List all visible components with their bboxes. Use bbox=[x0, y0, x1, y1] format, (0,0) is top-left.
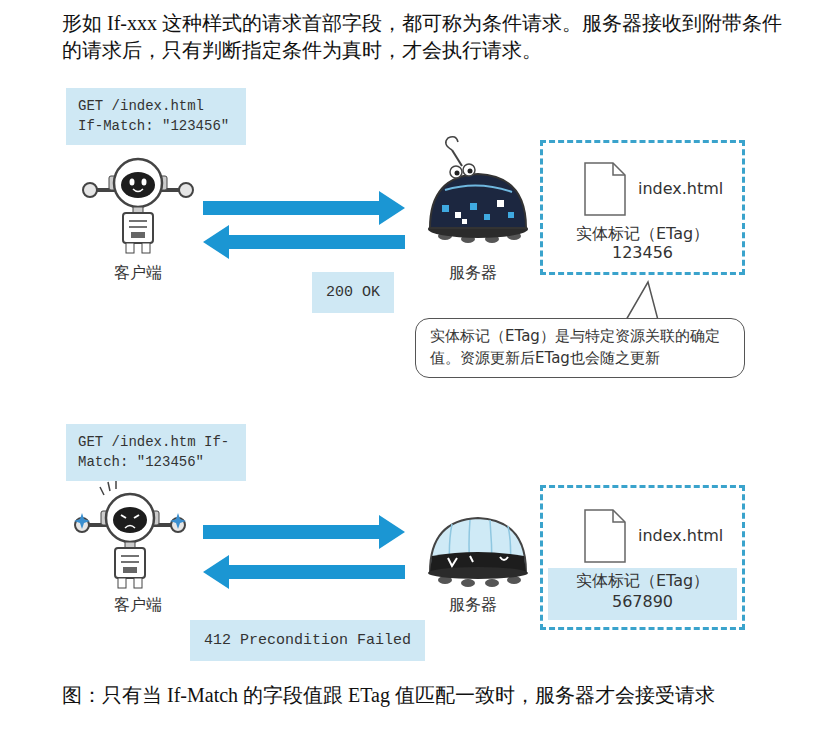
actor-label: 服务器 bbox=[449, 595, 497, 616]
status-label: 412 Precondition Failed bbox=[190, 620, 425, 661]
etag-box: 实体标记（ETag）567890 bbox=[548, 568, 737, 620]
request-box: GET /index.html If-Match: "123456" bbox=[66, 88, 246, 145]
client-robot bbox=[142, 179, 147, 186]
server-robot bbox=[462, 219, 467, 224]
server-robot-troubled bbox=[461, 579, 475, 587]
client-robot-troubled bbox=[121, 515, 139, 518]
server-robot bbox=[446, 137, 458, 150]
server-robot bbox=[497, 200, 504, 207]
server-robot bbox=[430, 174, 526, 228]
etag-text: 567890 bbox=[551, 592, 734, 613]
server-robot bbox=[450, 166, 462, 178]
server-node: 服务器 bbox=[410, 152, 535, 284]
server-robot bbox=[428, 137, 528, 243]
resource-text: index.html bbox=[638, 526, 742, 545]
callout-bubble: 实体标记（ETag）是与特定资源关联的确定值。资源更新后ETag也会随之更新 bbox=[415, 318, 745, 378]
server-robot bbox=[455, 171, 460, 176]
resource-text: 123456 bbox=[543, 243, 742, 262]
client-robot bbox=[130, 179, 135, 186]
request-text: GET /index.htm If-Match: "123456" bbox=[78, 432, 234, 473]
message-arrow bbox=[203, 201, 379, 215]
server-robot bbox=[452, 150, 462, 166]
client-node: 客户端 bbox=[78, 152, 198, 284]
status-label: 200 OK bbox=[312, 272, 394, 313]
client-robot-troubled bbox=[100, 481, 116, 495]
message-arrow bbox=[203, 525, 379, 539]
message-arrow bbox=[229, 565, 405, 579]
server-robot-troubled bbox=[485, 579, 499, 587]
client-robot-troubled bbox=[75, 494, 185, 588]
resource-text: index.html bbox=[638, 179, 742, 198]
actor-label: 客户端 bbox=[114, 595, 162, 616]
resource-box: index.html 实体标记（ETag）567890 bbox=[540, 485, 745, 630]
client-robot-troubled bbox=[125, 526, 135, 529]
request-text: GET /index.html If-Match: "123456" bbox=[78, 96, 234, 137]
client-robot bbox=[133, 189, 143, 192]
actor-label: 服务器 bbox=[449, 263, 497, 284]
server-robot bbox=[463, 164, 475, 176]
server-robot-troubled bbox=[428, 518, 528, 587]
client-robot-troubled bbox=[74, 481, 186, 588]
figure-caption: 图：只有当 If-Match 的字段值跟 ETag 值匹配一致时，服务器才会接受… bbox=[62, 682, 772, 709]
server-robot-troubled bbox=[430, 518, 526, 572]
server-robot-troubled bbox=[448, 556, 508, 566]
server-robot bbox=[455, 212, 461, 218]
client-robot-troubled bbox=[74, 513, 90, 529]
request-box: GET /index.htm If-Match: "123456" bbox=[66, 424, 246, 481]
file-icon bbox=[585, 510, 625, 562]
client-node: 客户端 bbox=[78, 488, 198, 616]
intro-text: 形如 If-xxx 这种样式的请求首部字段，都可称为条件请求。服务器接收到附带条… bbox=[62, 10, 782, 64]
callout-pointer bbox=[626, 282, 658, 320]
server-robot bbox=[468, 169, 473, 174]
server-robot bbox=[470, 203, 477, 210]
message-arrow bbox=[229, 235, 405, 249]
server-robot bbox=[442, 205, 449, 212]
file-icon bbox=[585, 163, 625, 215]
server-robot bbox=[508, 212, 514, 218]
client-robot bbox=[83, 159, 193, 253]
actor-label: 客户端 bbox=[114, 263, 162, 284]
client-robot bbox=[83, 159, 193, 253]
server-robot-troubled bbox=[428, 567, 528, 579]
server-node: 服务器 bbox=[410, 488, 535, 616]
server-robot bbox=[445, 185, 512, 192]
etag-text: 实体标记（ETag） bbox=[551, 571, 734, 592]
client-robot-troubled bbox=[170, 513, 186, 529]
resource-box: index.html 实体标记（ETag）123456 bbox=[540, 140, 745, 275]
server-robot bbox=[484, 214, 490, 220]
callout-text: 实体标记（ETag）是与特定资源关联的确定值。资源更新后ETag也会随之更新 bbox=[430, 326, 730, 370]
resource-text: 实体标记（ETag） bbox=[543, 224, 742, 243]
